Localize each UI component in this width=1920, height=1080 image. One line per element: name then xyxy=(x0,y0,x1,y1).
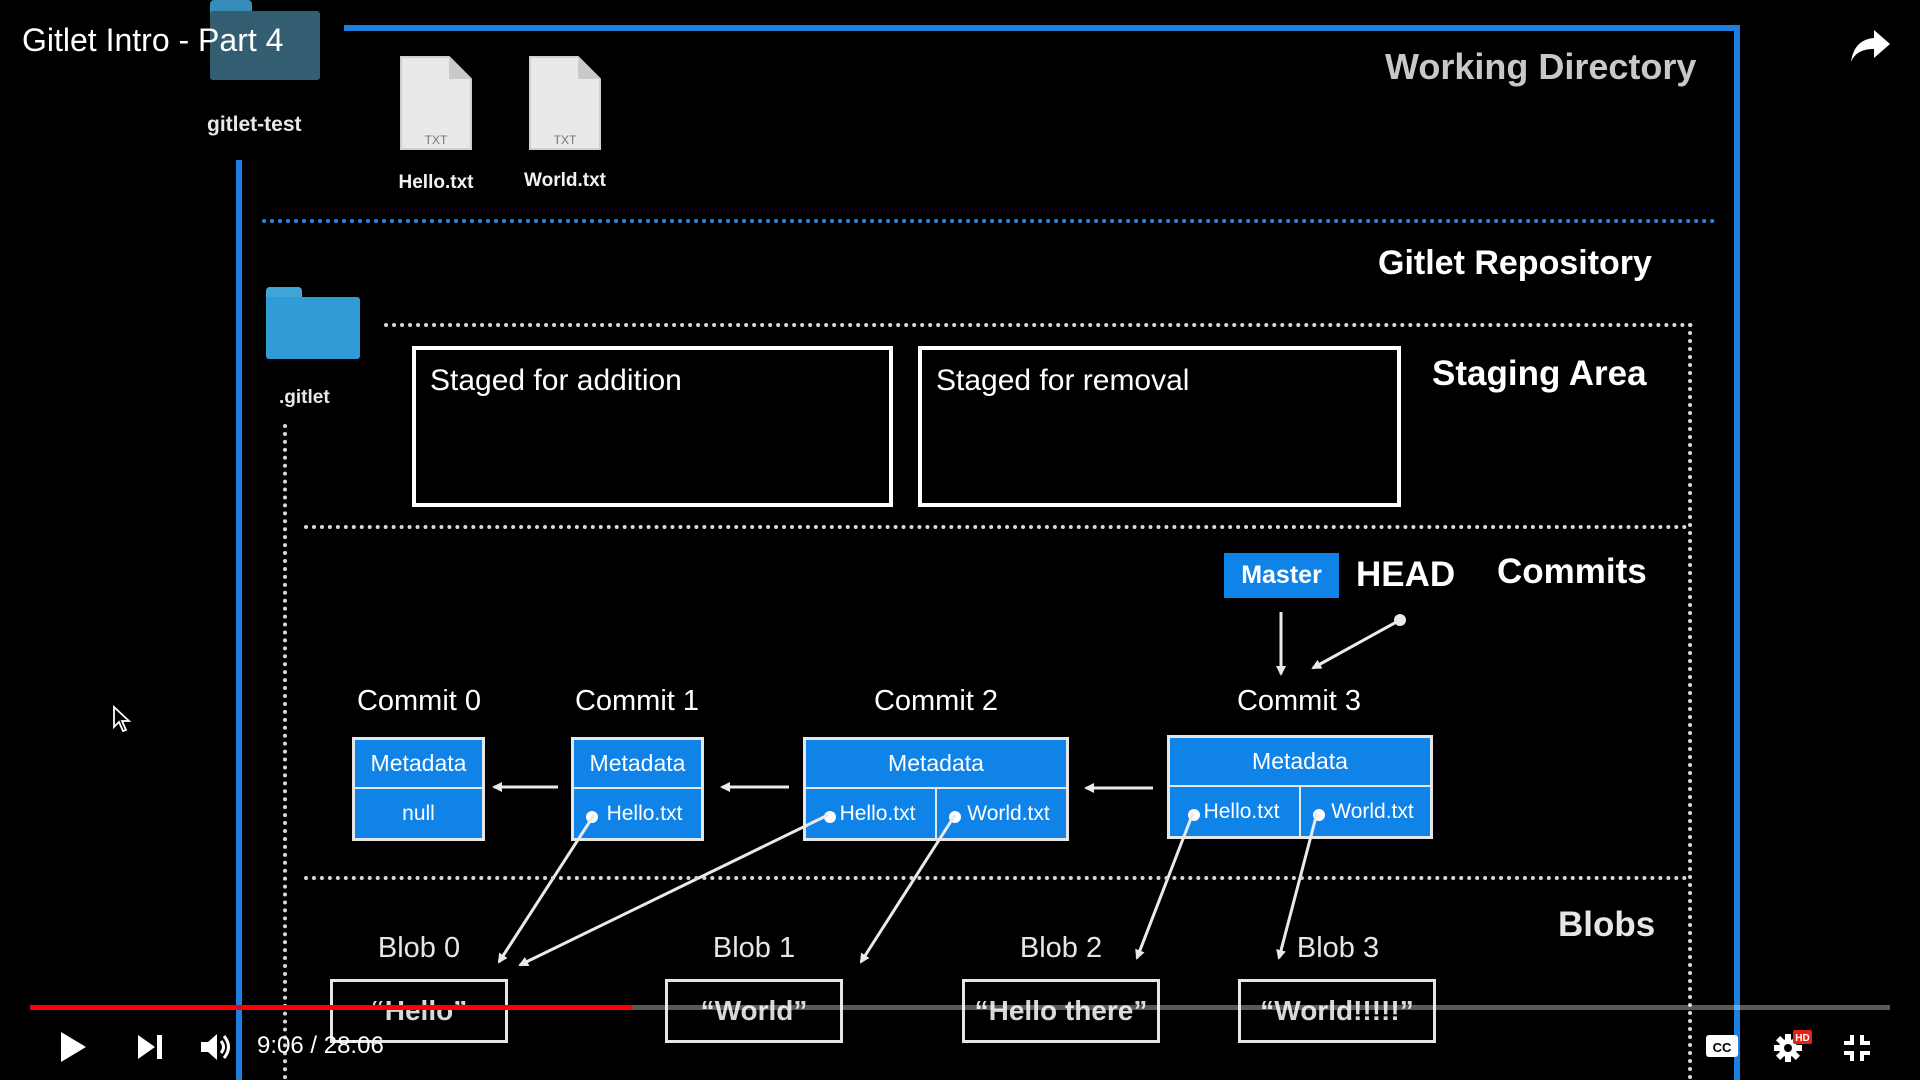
blob-pointer-arrow xyxy=(1135,812,1195,960)
head-arrow xyxy=(1311,618,1401,670)
video-title[interactable]: Gitlet Intro - Part 4 xyxy=(22,22,284,58)
blob-ref-label: World.txt xyxy=(1331,799,1414,823)
svg-text:TXT: TXT xyxy=(554,133,577,147)
settings-gear-icon[interactable]: HD xyxy=(1772,1028,1812,1064)
blob-ref-cell: Hello.txt xyxy=(1170,787,1299,836)
commit-metadata: Metadata xyxy=(355,740,482,789)
txt-file-icon: TXT xyxy=(400,56,472,150)
mouse-cursor-icon xyxy=(113,705,132,733)
head-label: HEAD xyxy=(1356,555,1456,594)
file-label-world: World.txt xyxy=(524,170,606,191)
working-dir-frame-right xyxy=(1734,25,1740,1080)
working-dir-title: Working Directory xyxy=(1385,46,1697,87)
blob-ref-label: World.txt xyxy=(967,801,1050,825)
file-label-hello: Hello.txt xyxy=(398,172,474,193)
commit-box: Metadata Hello.txt xyxy=(571,737,704,841)
working-dir-frame-top xyxy=(344,25,1740,31)
blob-ref-label: Hello.txt xyxy=(839,801,916,825)
blob-label: Blob 2 xyxy=(1019,932,1103,964)
commits-divider xyxy=(304,876,1688,880)
time-separator: / xyxy=(303,1032,324,1059)
share-arrow-icon[interactable] xyxy=(1850,28,1892,64)
working-folder-label: gitlet-test xyxy=(207,113,302,136)
blob-label: Blob 0 xyxy=(377,932,461,964)
staging-divider xyxy=(304,525,1688,529)
commit-label: Commit 3 xyxy=(1236,685,1362,717)
commit-label: Commit 2 xyxy=(873,685,999,717)
staging-area-title: Staging Area xyxy=(1432,354,1647,393)
svg-text:TXT: TXT xyxy=(425,133,448,147)
folder-icon xyxy=(210,0,320,80)
blob-label: Blob 3 xyxy=(1296,932,1380,964)
working-dir-divider xyxy=(262,219,1716,223)
commit-box: Metadata null xyxy=(352,737,485,841)
branch-master-badge: Master xyxy=(1224,553,1339,598)
commit-metadata: Metadata xyxy=(574,740,701,789)
blob-ref-label: Hello.txt xyxy=(1203,799,1280,823)
staged-for-addition-box: Staged for addition xyxy=(412,346,893,507)
commits-title: Commits xyxy=(1497,552,1647,591)
blob-box: “Hello” xyxy=(330,979,508,1043)
staged-for-removal-label: Staged for removal xyxy=(936,364,1190,397)
repository-frame-left xyxy=(283,424,287,1080)
blob-pointer-arrow xyxy=(1276,812,1319,960)
time-display: 9:06 / 28:06 xyxy=(257,1032,384,1060)
commit-metadata: Metadata xyxy=(806,740,1066,789)
blob-box: “World!!!!!” xyxy=(1238,979,1436,1043)
repository-frame-top xyxy=(384,323,1694,327)
commit-parent-ref: null xyxy=(402,801,435,825)
play-icon[interactable] xyxy=(58,1030,88,1064)
commit-label: Commit 1 xyxy=(574,685,700,717)
blob-pointer-arrow xyxy=(518,813,829,967)
progress-fill xyxy=(30,1005,633,1010)
repository-frame-right xyxy=(1688,323,1692,1080)
head-pointer-dot xyxy=(1394,614,1406,626)
staged-for-addition-label: Staged for addition xyxy=(430,364,682,397)
blob-box: “Hello there” xyxy=(962,979,1160,1043)
folder-icon xyxy=(266,287,360,359)
working-dir-frame-left xyxy=(236,160,242,1080)
blob-pointer-arrow xyxy=(859,814,957,964)
blob-ref-label: Hello.txt xyxy=(606,801,683,825)
current-time: 9:06 xyxy=(257,1032,304,1059)
blob-pointer-arrow xyxy=(497,814,596,964)
captions-icon[interactable]: CC xyxy=(1705,1032,1739,1060)
progress-bar[interactable] xyxy=(30,1005,1890,1010)
staged-for-removal-box: Staged for removal xyxy=(918,346,1401,507)
commit-metadata: Metadata xyxy=(1170,738,1430,787)
blobs-title: Blobs xyxy=(1558,905,1656,944)
txt-file-icon: TXT xyxy=(529,56,601,150)
volume-icon[interactable] xyxy=(199,1031,235,1063)
repository-title: Gitlet Repository xyxy=(1378,244,1652,282)
blob-box: “World” xyxy=(665,979,843,1043)
svg-text:CC: CC xyxy=(1713,1040,1732,1055)
duration: 28:06 xyxy=(323,1032,384,1059)
exit-fullscreen-icon[interactable] xyxy=(1842,1033,1872,1063)
next-icon[interactable] xyxy=(136,1033,164,1061)
blob-label: Blob 1 xyxy=(712,932,796,964)
commit-box: Metadata Hello.txt World.txt xyxy=(803,737,1069,841)
commit-label: Commit 0 xyxy=(356,685,482,717)
gitlet-folder-label: .gitlet xyxy=(279,387,330,408)
hd-badge: HD xyxy=(1795,1033,1809,1044)
